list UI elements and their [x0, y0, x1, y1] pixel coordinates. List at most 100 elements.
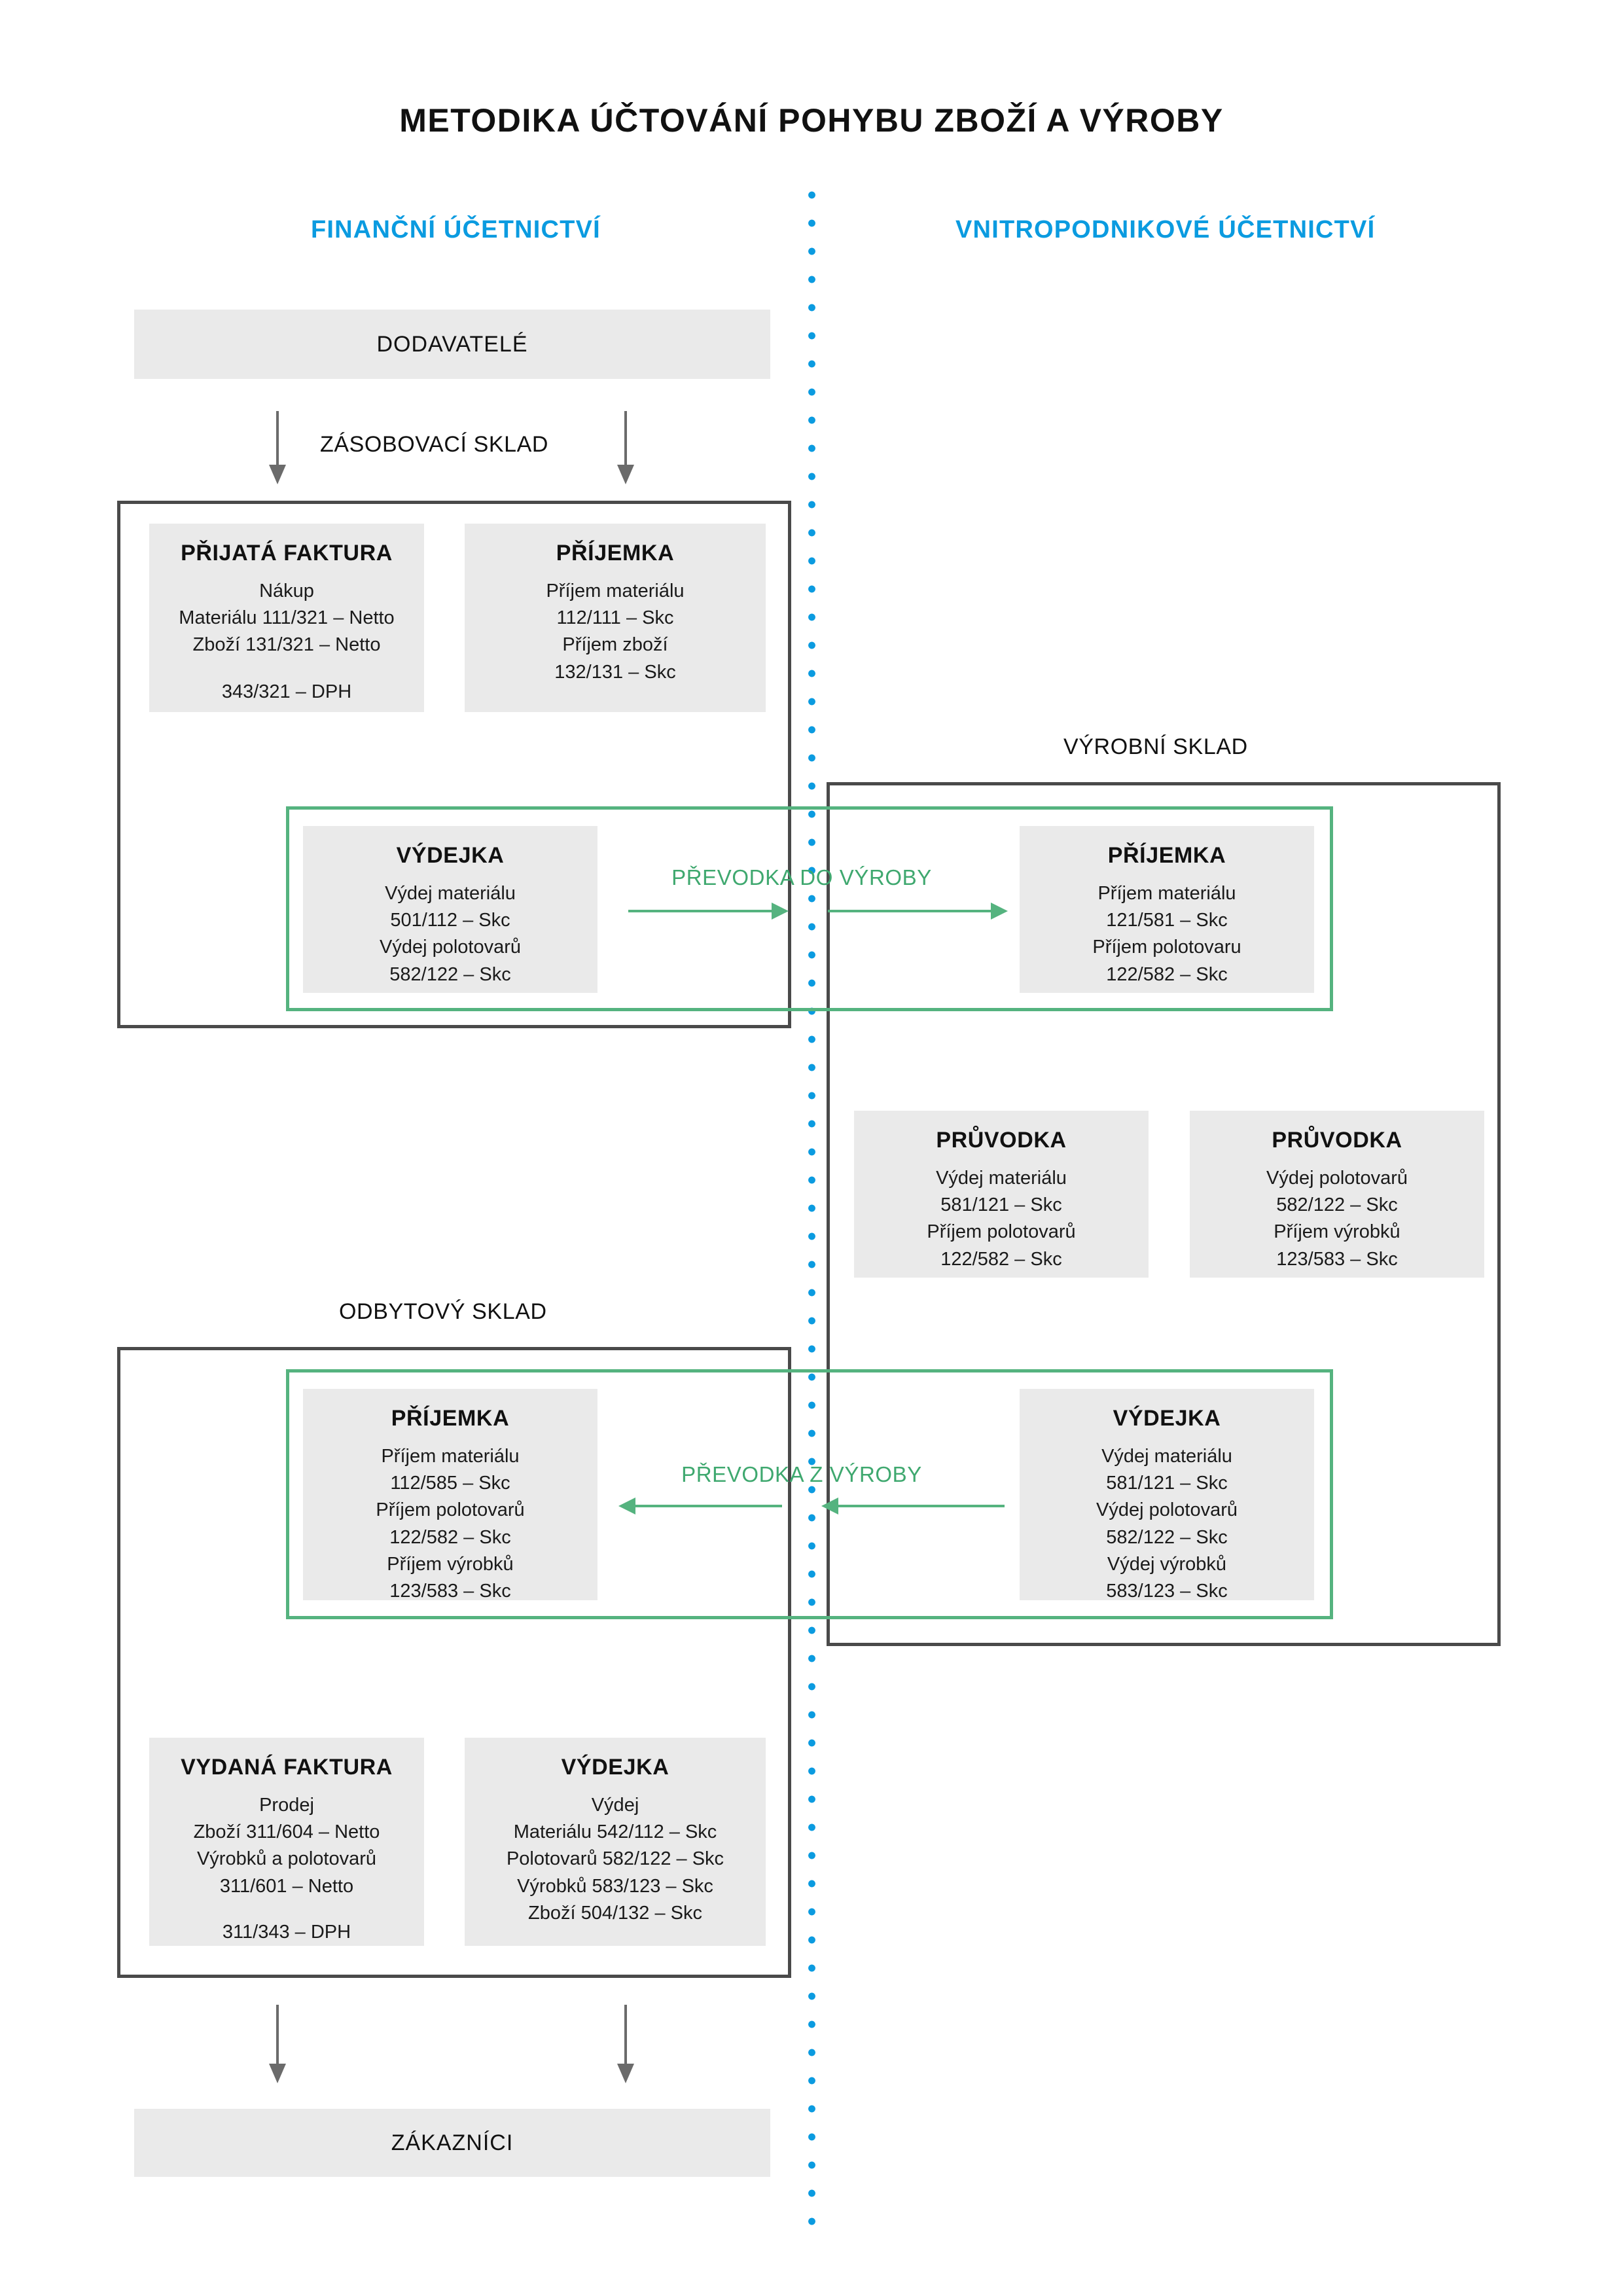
arrow-head [991, 903, 1008, 920]
card-line: Příjem polotovarů [927, 1221, 1076, 1243]
card-line: Výdej [591, 1795, 639, 1816]
card-line: 311/343 – DPH [222, 1921, 351, 1943]
card-line: 123/583 – Skc [389, 1580, 511, 1602]
card-line: 582/122 – Skc [389, 963, 511, 985]
card-line: 501/112 – Skc [390, 910, 510, 931]
arrow-to-production-left [628, 903, 789, 920]
card-title: PŘIJATÁ FAKTURA [181, 541, 393, 565]
suppliers-bar: DODAVATELÉ [134, 310, 770, 379]
card-receipt-sales: PŘÍJEMKA Příjem materiálu 112/585 – Skc … [303, 1389, 597, 1602]
card-line: 583/123 – Skc [1106, 1580, 1228, 1602]
card-line: Nákup [259, 581, 314, 601]
column-header-internal: VNITROPODNIKOVÉ ÚČETNICTVÍ [955, 216, 1376, 243]
card-title: PRŮVODKA [936, 1128, 1067, 1153]
card-line: 582/122 – Skc [1106, 1526, 1228, 1548]
column-header-financial: FINANČNÍ ÚČETNICTVÍ [311, 216, 601, 243]
card-line: Výrobků a polotovarů [196, 1848, 377, 1870]
arrow-shaft [828, 910, 993, 912]
card-line: Zboží 131/321 – Netto [192, 634, 381, 656]
card-line: Prodej [259, 1795, 314, 1816]
arrow-head [269, 2064, 286, 2083]
vertical-dotted-divider [808, 187, 816, 2232]
arrow-head [618, 1498, 635, 1515]
card-receipt-supply: PŘÍJEMKA Příjem materiálu 112/111 – Skc … [465, 524, 766, 712]
arrow-shaft [276, 2005, 279, 2065]
arrow-head [821, 1498, 838, 1515]
card-line: Výdej polotovarů [1096, 1499, 1238, 1521]
arrow-head [772, 903, 789, 920]
card-line: 122/582 – Skc [940, 1248, 1062, 1270]
arrow-issue-to-customers [617, 2005, 634, 2083]
card-issue-sales: VÝDEJKA Výdej Materiálu 542/112 – Skc Po… [465, 1738, 766, 1946]
card-line: 343/321 – DPH [221, 681, 352, 702]
card-line: Příjem výrobků [387, 1553, 514, 1575]
card-line: Zboží 311/604 – Netto [193, 1821, 380, 1843]
card-title: PŘÍJEMKA [1107, 843, 1226, 868]
card-line: Příjem polotovaru [1092, 937, 1241, 958]
arrow-suppliers-to-invoice [269, 411, 286, 484]
card-line: Výdej materiálu [1101, 1446, 1232, 1467]
label-transfer-to-production: PŘEVODKA DO VÝROBY [671, 865, 932, 889]
arrow-head [617, 465, 634, 484]
card-line: Polotovarů 582/122 – Skc [506, 1848, 724, 1870]
card-line: 581/121 – Skc [1106, 1473, 1228, 1494]
card-line: 123/583 – Skc [1276, 1248, 1398, 1270]
card-line: Výrobků 583/123 – Skc [517, 1875, 713, 1897]
card-title: VYDANÁ FAKTURA [181, 1755, 393, 1780]
card-line: Výdej polotovarů [1266, 1168, 1408, 1189]
card-line: 122/582 – Skc [1106, 963, 1228, 985]
card-routing-material: PRŮVODKA Výdej materiálu 581/121 – Skc P… [854, 1111, 1149, 1278]
card-title: VÝDEJKA [396, 843, 505, 868]
arrow-invoice-to-customers [269, 2005, 286, 2083]
arrow-shaft [624, 2005, 627, 2065]
arrow-shaft [624, 411, 627, 466]
customers-bar: ZÁKAZNÍCI [134, 2109, 770, 2177]
card-line: Materiálu 111/321 – Netto [179, 607, 395, 629]
arrow-shaft [628, 910, 774, 912]
card-line: Příjem polotovarů [376, 1499, 525, 1521]
card-title: PŘÍJEMKA [391, 1406, 510, 1431]
frame-transfer-to-production [286, 806, 1333, 1011]
arrow-shaft [276, 411, 279, 466]
card-line: Zboží 504/132 – Skc [528, 1902, 702, 1924]
arrow-suppliers-to-receipt [617, 411, 634, 484]
card-line: Příjem materiálu [1097, 883, 1236, 904]
label-supply-warehouse: ZÁSOBOVACÍ SKLAD [320, 432, 549, 457]
card-line: Příjem materiálu [381, 1446, 520, 1467]
card-receipt-production: PŘÍJEMKA Příjem materiálu 121/581 – Skc … [1020, 826, 1314, 993]
card-title: PRŮVODKA [1272, 1128, 1402, 1153]
frame-financial-supply [117, 501, 791, 1028]
card-title: VÝDEJKA [561, 1755, 669, 1780]
frame-transfer-from-production [286, 1369, 1333, 1619]
card-line: 122/582 – Skc [389, 1526, 511, 1548]
card-line: 582/122 – Skc [1276, 1194, 1398, 1216]
card-received-invoice: PŘIJATÁ FAKTURA Nákup Materiálu 111/321 … [149, 524, 424, 712]
card-line: 132/131 – Skc [554, 661, 676, 683]
card-line: Výdej polotovarů [379, 937, 522, 958]
card-line: Výdej výrobků [1107, 1553, 1227, 1575]
card-line: 581/121 – Skc [940, 1194, 1062, 1216]
card-line: Výdej materiálu [385, 883, 516, 904]
arrow-shaft [836, 1505, 1005, 1507]
arrow-head [269, 465, 286, 484]
card-line: Příjem zboží [562, 634, 668, 656]
card-issued-invoice: VYDANÁ FAKTURA Prodej Zboží 311/604 – Ne… [149, 1738, 424, 1946]
card-line: 121/581 – Skc [1106, 910, 1228, 931]
card-line: 112/111 – Skc [556, 607, 674, 629]
label-transfer-from-production: PŘEVODKA Z VÝROBY [681, 1462, 922, 1486]
card-issue-from-production: VÝDEJKA Výdej materiálu 581/121 – Skc Vý… [1020, 1389, 1314, 1602]
card-line: Výdej materiálu [936, 1168, 1067, 1189]
card-title: PŘÍJEMKA [556, 541, 675, 565]
frame-production-warehouse [827, 782, 1501, 1646]
card-line: 311/601 – Netto [219, 1875, 354, 1897]
card-line: Materiálu 542/112 – Skc [513, 1821, 717, 1843]
arrow-to-production-right [828, 903, 1008, 920]
arrow-from-production-right [821, 1498, 1005, 1515]
frame-sales-warehouse [117, 1347, 791, 1978]
page-title: METODIKA ÚČTOVÁNÍ POHYBU ZBOŽÍ A VÝROBY [399, 102, 1224, 139]
card-line: 112/585 – Skc [390, 1473, 510, 1494]
card-routing-semifinished: PRŮVODKA Výdej polotovarů 582/122 – Skc … [1190, 1111, 1484, 1278]
arrow-from-production-left [618, 1498, 782, 1515]
card-line: Příjem výrobků [1274, 1221, 1400, 1243]
